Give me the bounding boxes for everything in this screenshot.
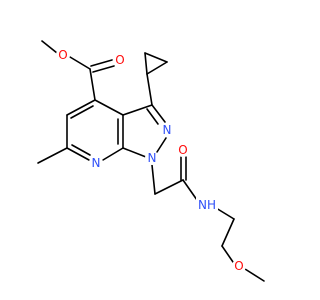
bond-cyclopropyl-3: [146, 61, 168, 75]
atoms: O O N N N O NH O: [56, 48, 246, 273]
atom-methoxy-o: O: [232, 259, 246, 273]
bond-c6-n7-a: [66, 147, 90, 161]
molecule-diagram: O O N N N O NH O: [37, 40, 265, 282]
bond-n2-n1: [156, 137, 167, 153]
bond-c4-c3a: [94, 99, 124, 116]
bonds: [37, 40, 265, 282]
bond-c3-cyclopropyl: [146, 73, 153, 106]
bond-carbonyl-double-b: [92, 65, 115, 73]
atom-pyrazole-n2: N: [160, 123, 174, 137]
svg-text:N: N: [163, 123, 172, 137]
atom-pyrazole-n1: N: [145, 151, 159, 165]
bond-c3a-c3: [122, 104, 153, 116]
bond-n7-c7a: [102, 147, 124, 161]
bond-c3-n2-b: [146, 108, 159, 125]
svg-text:O: O: [58, 48, 67, 62]
bond-ester-o-carbon: [69, 56, 91, 70]
bond-c6-methyl: [37, 147, 68, 164]
bond-c6-n7-b: [71, 144, 91, 156]
bond-c4-c5-a: [66, 99, 96, 116]
bond-c4-c5-b: [70, 105, 94, 119]
bond-amide-c-nh: [182, 179, 198, 201]
bond-cyclopropyl-2: [144, 52, 168, 63]
svg-text:O: O: [178, 143, 187, 157]
atom-ester-ether-o: O: [56, 48, 70, 62]
bond-ester-to-c4: [89, 68, 96, 101]
atom-ester-carbonyl-o: O: [113, 53, 127, 67]
bond-ch2-amide-c: [154, 179, 184, 195]
bond-ch2-o: [221, 245, 234, 263]
bond-cyclopropyl-1: [144, 52, 148, 75]
atom-amide-o: O: [176, 143, 190, 157]
bond-ch2-ch2: [221, 218, 235, 247]
svg-text:N: N: [148, 151, 157, 165]
bond-o-methyl: [244, 268, 265, 282]
bond-nh-ch2: [215, 207, 235, 220]
structure-svg: O O N N N O NH O: [37, 40, 265, 282]
bond-n1-ch2: [151, 164, 156, 195]
bond-c3-n2-a: [151, 104, 166, 123]
atom-pyridine-n: N: [89, 156, 103, 170]
svg-text:O: O: [234, 259, 243, 273]
bond-carbonyl-double-a: [90, 59, 113, 67]
svg-text:NH: NH: [198, 198, 216, 212]
bond-ome-methyl: [41, 40, 58, 54]
svg-text:N: N: [92, 156, 101, 170]
svg-text:O: O: [115, 53, 124, 67]
atom-amide-nh: NH: [196, 197, 218, 213]
bond-n1-c7a: [122, 147, 147, 158]
